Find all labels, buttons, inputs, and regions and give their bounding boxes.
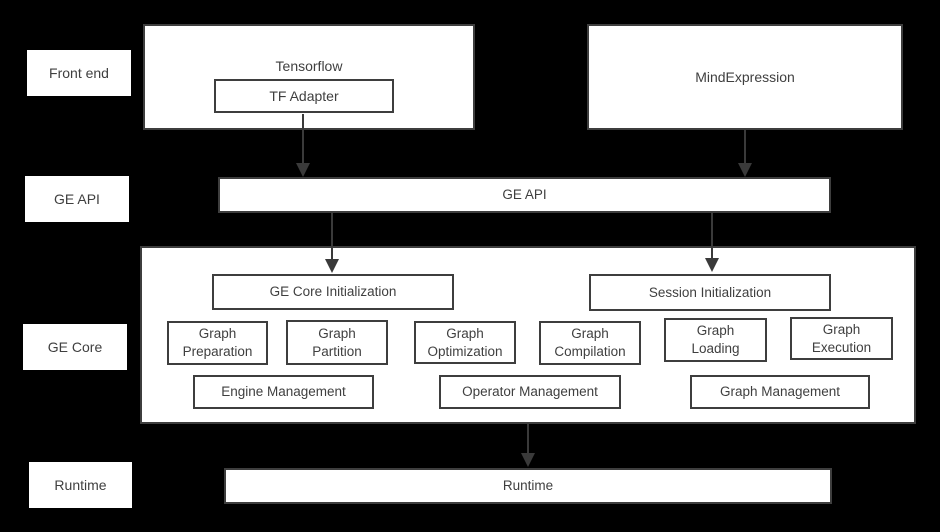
arrow-mindexpression-to-ge-api: [738, 130, 752, 177]
runtime-box: Runtime: [224, 468, 832, 504]
graph-management-box: Graph Management: [690, 375, 870, 409]
arrow-head-icon: [296, 163, 310, 177]
arrow-head-icon: [325, 259, 339, 273]
tf-adapter-box: TF Adapter: [214, 79, 394, 113]
arrow-line: [331, 213, 333, 261]
graph-preparation-box: Graph Preparation: [167, 321, 268, 365]
tensorflow-title: Tensorflow: [275, 58, 343, 74]
operator-management-box: Operator Management: [439, 375, 621, 409]
layer-label-ge-api: GE API: [25, 176, 129, 222]
session-initialization-box: Session Initialization: [589, 274, 831, 311]
arrow-tf-adapter-to-ge-api: [296, 114, 310, 177]
ge-api-box: GE API: [218, 177, 831, 213]
engine-management-box: Engine Management: [193, 375, 374, 409]
arrow-ge-api-to-session-initialization: [705, 213, 719, 272]
arrow-line: [527, 424, 529, 455]
arrow-line: [744, 130, 746, 165]
graph-optimization-box: Graph Optimization: [414, 321, 516, 364]
graph-loading-box: Graph Loading: [664, 318, 767, 362]
arrow-ge-api-to-ge-core-initialization: [325, 213, 339, 273]
arrow-head-icon: [738, 163, 752, 177]
ge-core-initialization-box: GE Core Initialization: [212, 274, 454, 310]
arrow-head-icon: [521, 453, 535, 467]
layer-label-ge-core: GE Core: [23, 324, 127, 370]
graph-partition-box: Graph Partition: [286, 320, 388, 365]
layer-label-runtime: Runtime: [29, 462, 132, 508]
arrow-line: [302, 114, 304, 165]
layer-label-front-end: Front end: [27, 50, 131, 96]
mindexpression-box: MindExpression: [587, 24, 903, 130]
graph-execution-box: Graph Execution: [790, 317, 893, 360]
arrow-ge-core-to-runtime: [521, 424, 535, 467]
arrow-line: [711, 213, 713, 260]
graph-compilation-box: Graph Compilation: [539, 321, 641, 365]
arrow-head-icon: [705, 258, 719, 272]
